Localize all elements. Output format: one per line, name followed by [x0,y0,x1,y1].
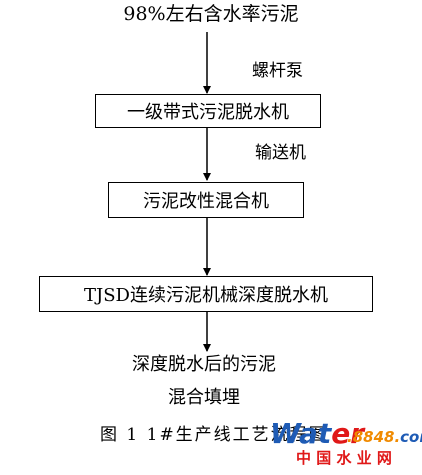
edge-label-conveyor: 输送机 [255,143,306,163]
figure-caption: 图 1 1#生产线工艺流程图 [100,425,328,445]
watermark-logo-b: er [331,417,365,450]
process-box-belt-dewatering: 一级带式污泥脱水机 [95,94,321,128]
process-box-deep-dewatering: TJSD连续污泥机械深度脱水机 [39,276,373,312]
watermark-logo-a: Wat [270,417,332,450]
result-line-2: 混合填埋 [168,387,240,408]
watermark-logo-text: Water [270,420,364,448]
result-line-1: 深度脱水后的污泥 [132,354,276,375]
watermark-domain-tld: com [400,428,422,446]
input-label: 98%左右含水率污泥 [123,3,299,25]
watermark-domain-main: .8848. [347,428,401,446]
process-box-sludge-mixer: 污泥改性混合机 [108,182,304,218]
watermark-domain: .8848.com [347,430,422,445]
watermark-site-name: 中 国 水 业 网 [296,449,392,467]
edge-label-screw-pump: 螺杆泵 [252,61,303,81]
